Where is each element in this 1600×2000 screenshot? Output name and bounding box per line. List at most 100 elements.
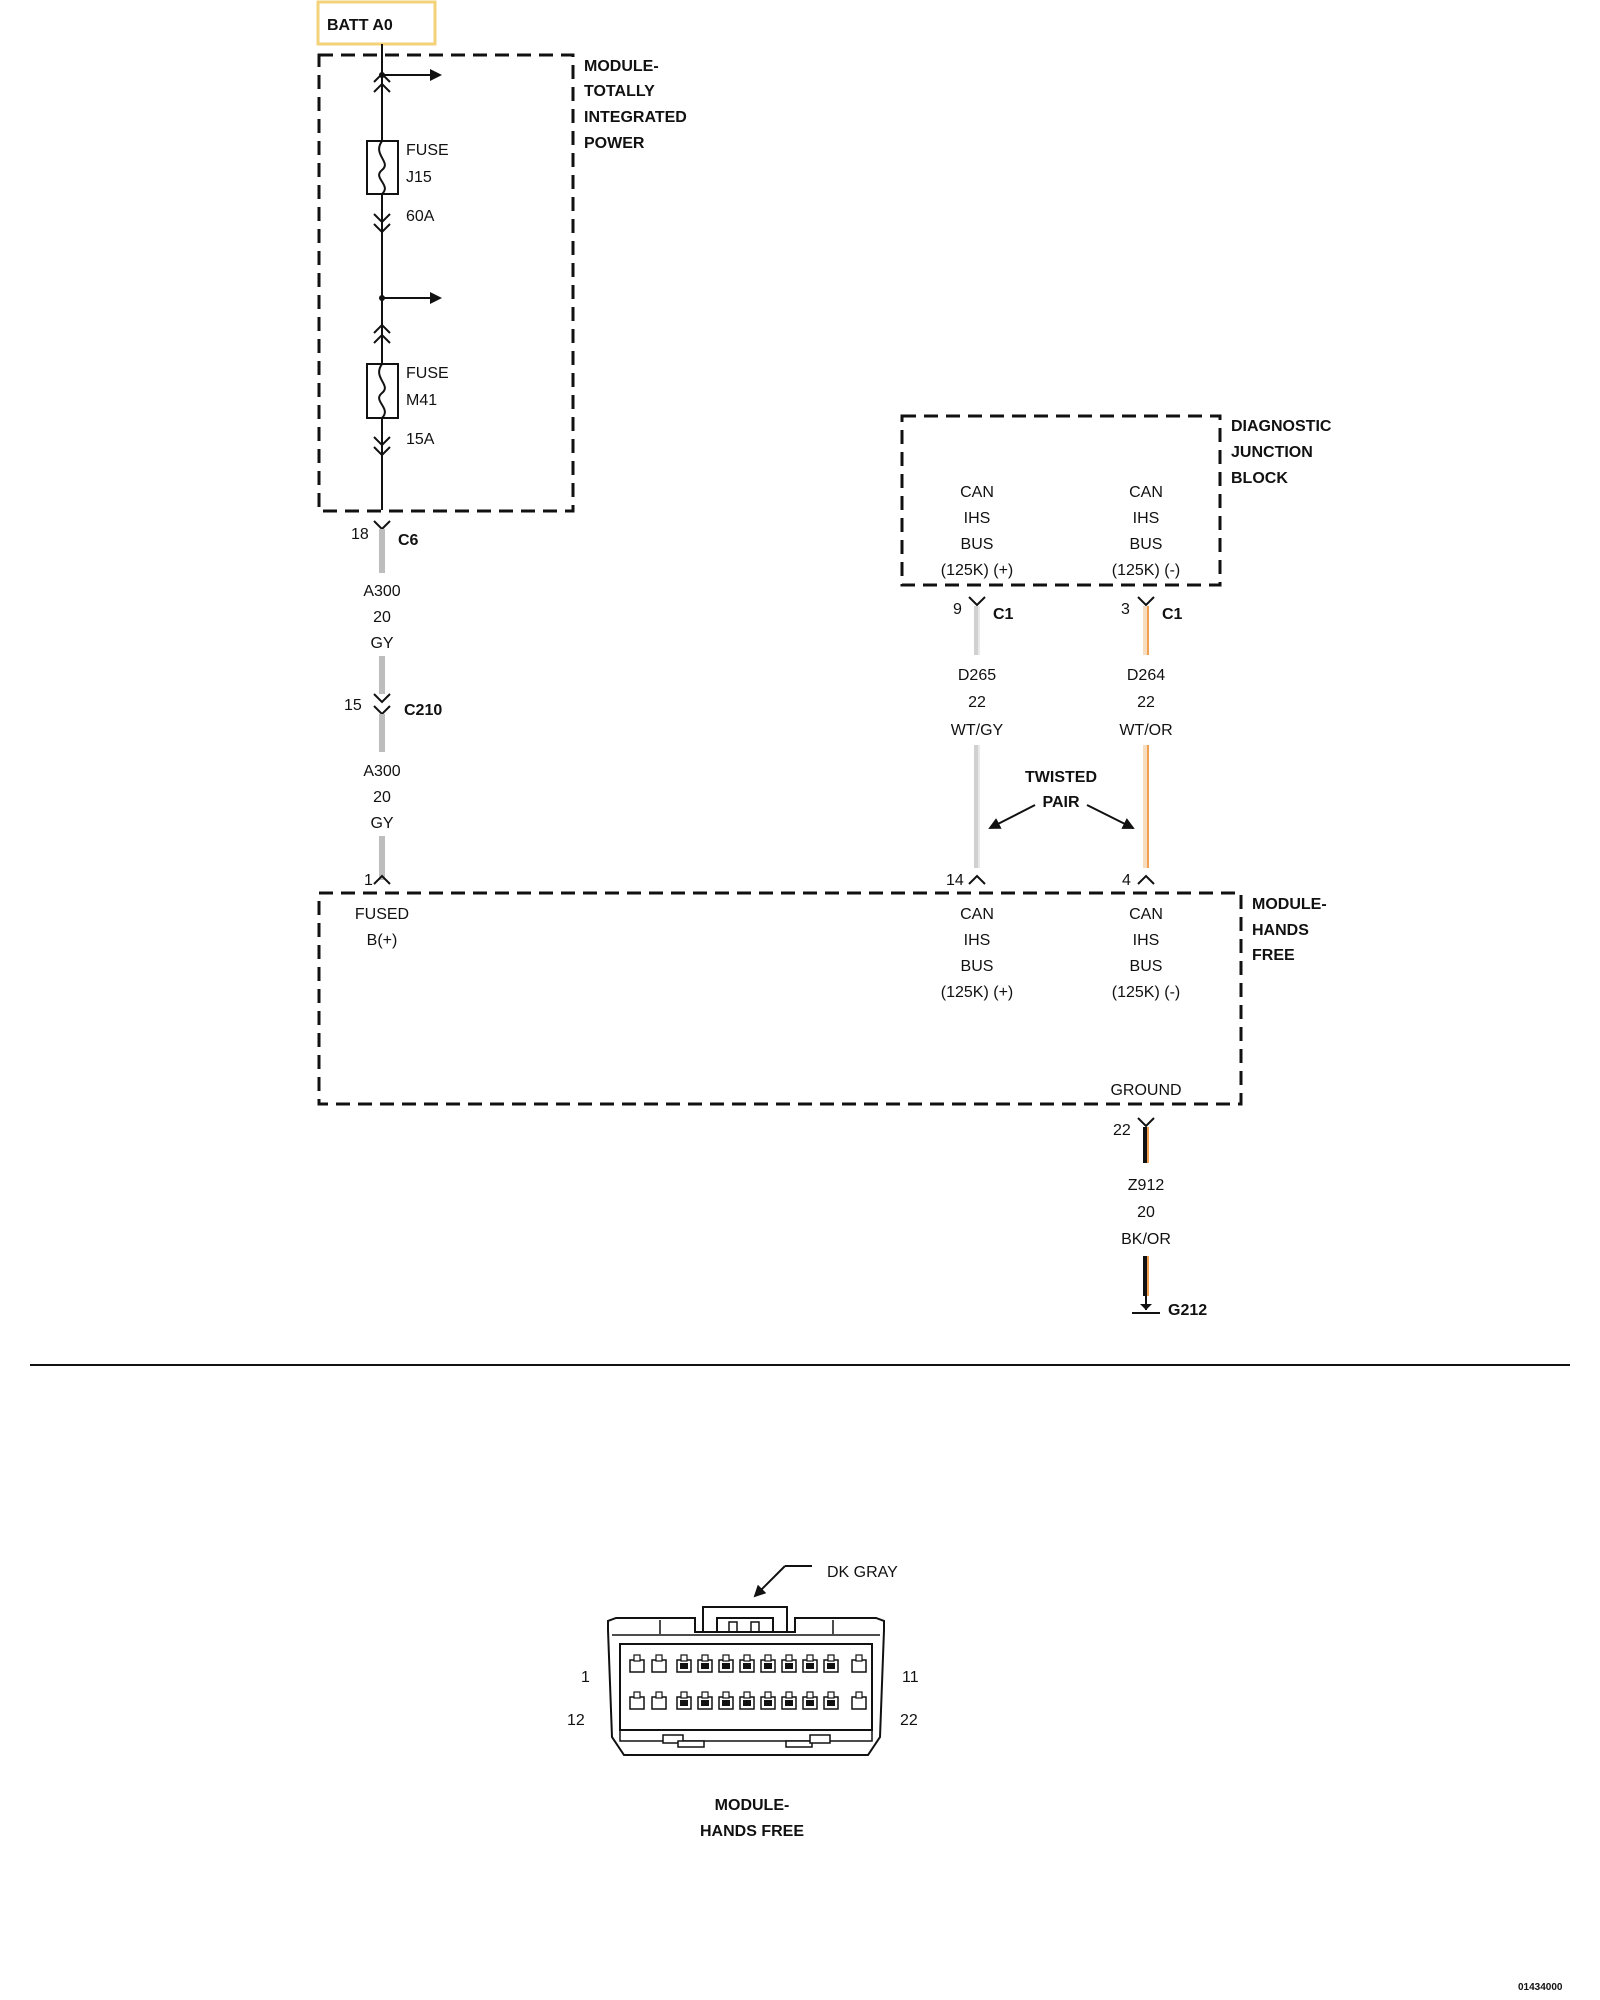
hfm-can-neg-label: CAN IHS BUS (125K) (-)	[1112, 906, 1180, 1001]
hfm-can-pos-label: CAN IHS BUS (125K) (+)	[941, 906, 1013, 1001]
connector-pin-label-22: 22	[900, 1712, 918, 1729]
svg-text:MODULE-: MODULE-	[584, 58, 659, 75]
svg-text:TWISTED: TWISTED	[1025, 769, 1097, 786]
djb-c1-neg-pin: 3	[1121, 601, 1130, 618]
svg-text:D265: D265	[958, 667, 996, 684]
twisted-pair-arrow-left	[988, 804, 1036, 829]
svg-text:(125K) (+): (125K) (+)	[941, 984, 1013, 1001]
svg-text:IHS: IHS	[964, 932, 991, 949]
ground-symbol	[1132, 1296, 1160, 1314]
pin-cavity	[739, 1654, 755, 1673]
wire-d264-lower	[1143, 745, 1149, 868]
svg-text:20: 20	[373, 789, 391, 806]
pin-cavity	[718, 1691, 734, 1710]
pin-cavity	[697, 1691, 713, 1710]
hfm-pin-4-connector-symbol	[1137, 874, 1155, 885]
svg-text:15A: 15A	[406, 431, 435, 448]
svg-text:FUSED: FUSED	[355, 906, 409, 923]
twisted-pair-label: TWISTED PAIR	[1025, 769, 1097, 811]
pin-cavity	[823, 1654, 839, 1673]
hfm-pin-14-number: 14	[946, 872, 964, 889]
svg-text:MODULE-: MODULE-	[1252, 896, 1327, 913]
dk-gray-label: DK GRAY	[827, 1564, 898, 1581]
hfm-ground-label: GROUND	[1110, 1082, 1181, 1099]
fuse-j15-element	[378, 140, 386, 195]
wire-d264-upper	[1143, 606, 1149, 655]
djb-can-neg-label: CAN IHS BUS (125K) (-)	[1112, 484, 1180, 579]
wire-z912-label: Z912 20 BK/OR	[1121, 1177, 1171, 1248]
svg-text:BLOCK: BLOCK	[1231, 470, 1288, 487]
hfm-module-box	[317, 891, 1243, 1106]
c6-connector-name: C6	[398, 532, 419, 549]
wire-a300-lower-label: A300 20 GY	[363, 763, 400, 832]
batt-label-box	[316, 0, 437, 46]
wire-z912-upper	[1143, 1127, 1149, 1163]
svg-text:TOTALLY: TOTALLY	[584, 83, 655, 100]
twisted-pair-arrow-right	[1086, 804, 1135, 829]
svg-text:J15: J15	[406, 169, 432, 186]
hfm-pin-22-connector-symbol	[1137, 1117, 1155, 1128]
svg-text:B(+): B(+)	[367, 932, 398, 949]
fuse-j15-terminal-bottom	[373, 213, 391, 234]
svg-text:A300: A300	[363, 763, 400, 780]
djb-c1-neg-connector-symbol	[1137, 596, 1155, 607]
pin-cavity	[697, 1654, 713, 1673]
wire-z912-lower	[1143, 1256, 1149, 1296]
fuse-m41-element	[378, 363, 386, 419]
svg-text:INTEGRATED: INTEGRATED	[584, 109, 687, 126]
pin-cavity	[651, 1654, 667, 1673]
djb-can-pos-label: CAN IHS BUS (125K) (+)	[941, 484, 1013, 579]
svg-text:MODULE-: MODULE-	[715, 1797, 790, 1814]
svg-text:HANDS FREE: HANDS FREE	[700, 1823, 804, 1840]
wire-d265-upper	[974, 606, 980, 655]
svg-text:PAIR: PAIR	[1042, 794, 1079, 811]
svg-text:(125K) (+): (125K) (+)	[941, 562, 1013, 579]
wire-d265-lower	[974, 745, 980, 868]
svg-text:IHS: IHS	[964, 510, 991, 527]
hfm-pin-1-number: 1	[364, 872, 373, 889]
dk-gray-callout	[753, 1565, 812, 1598]
c6-pin-number: 18	[351, 526, 369, 543]
svg-text:M41: M41	[406, 392, 437, 409]
djb-c1-pos-pin: 9	[953, 601, 962, 618]
pin-cavity	[760, 1654, 776, 1673]
svg-text:CAN: CAN	[1129, 484, 1163, 501]
fuse-j15-terminal-top	[373, 72, 391, 93]
connector-view-caption: MODULE- HANDS FREE	[700, 1797, 804, 1840]
pin-cavity	[851, 1654, 867, 1673]
svg-text:IHS: IHS	[1133, 932, 1160, 949]
djb-module-name: DIAGNOSTIC JUNCTION BLOCK	[1231, 418, 1332, 487]
wire-d265-label: D265 22 WT/GY	[951, 667, 1004, 739]
c6-connector-symbol	[373, 520, 391, 531]
pin-cavity	[651, 1691, 667, 1710]
hfm-pin-1-connector-symbol	[373, 874, 391, 885]
fuse-m41-label: FUSE M41 15A	[406, 365, 449, 448]
pin-cavity	[802, 1654, 818, 1673]
djb-c1-pos-connector-name: C1	[993, 606, 1014, 623]
svg-text:FREE: FREE	[1252, 947, 1295, 964]
svg-text:BUS: BUS	[961, 536, 994, 553]
svg-text:22: 22	[968, 694, 986, 711]
svg-text:FUSE: FUSE	[406, 142, 449, 159]
connector-face-view	[607, 1606, 885, 1756]
tipm-module-name: MODULE- TOTALLY INTEGRATED POWER	[584, 58, 687, 152]
connector-pin-label-12: 12	[567, 1712, 585, 1729]
djb-c1-pos-connector-symbol	[968, 596, 986, 607]
wire-d264-label: D264 22 WT/OR	[1119, 667, 1172, 739]
svg-text:BK/OR: BK/OR	[1121, 1231, 1171, 1248]
svg-text:(125K) (-): (125K) (-)	[1112, 984, 1180, 1001]
djb-c1-neg-connector-name: C1	[1162, 606, 1183, 623]
batt-label: BATT A0	[327, 17, 393, 34]
pin-cavity	[802, 1691, 818, 1710]
tipm-module-box	[317, 53, 575, 513]
fuse-m41-terminal-top	[373, 323, 391, 344]
pin-cavity	[676, 1691, 692, 1710]
pin-cavity	[781, 1691, 797, 1710]
hfm-pin-4-number: 4	[1122, 872, 1131, 889]
fuse-m41-terminal-bottom	[373, 436, 391, 457]
pin-cavity	[676, 1654, 692, 1673]
svg-text:WT/OR: WT/OR	[1119, 722, 1172, 739]
djb-module-box	[900, 414, 1222, 587]
svg-text:GY: GY	[370, 635, 393, 652]
pin-cavity	[781, 1654, 797, 1673]
